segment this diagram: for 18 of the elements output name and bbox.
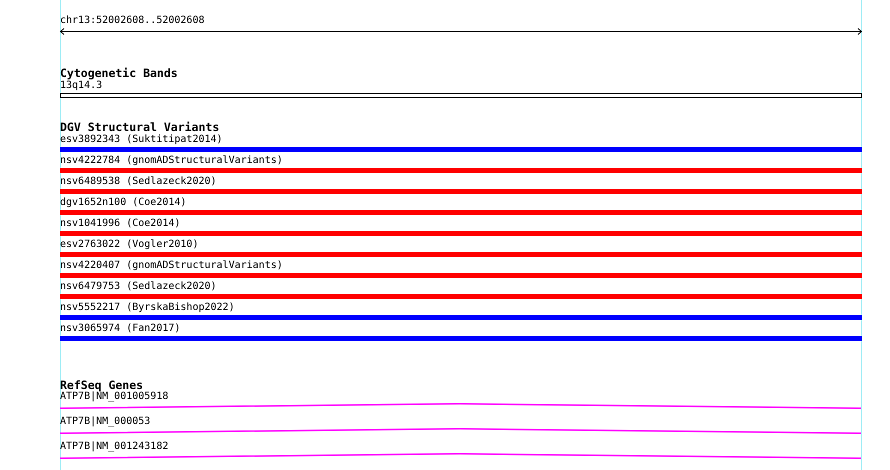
variant-label: nsv6479753 (Sedlazeck2020) bbox=[60, 281, 217, 293]
band-label: 13q14.3 bbox=[60, 80, 102, 92]
variant-label: nsv4220407 (gnomADStructuralVariants) bbox=[60, 260, 283, 272]
gene-label: ATP7B|NM_001243182 bbox=[60, 441, 168, 453]
variant-label: esv2763022 (Vogler2010) bbox=[60, 239, 198, 251]
variant-label: nsv4222784 (gnomADStructuralVariants) bbox=[60, 155, 283, 167]
gene-label: ATP7B|NM_000053 bbox=[60, 416, 150, 428]
track-title: RefSeq Genes bbox=[60, 379, 144, 392]
variant-label: nsv1041996 (Coe2014) bbox=[60, 218, 180, 230]
coordinate-label: chr13:52002608..52002608 bbox=[60, 15, 204, 27]
variant-label: nsv5552217 (ByrskaBishop2022) bbox=[60, 302, 235, 314]
variant-label: esv3892343 (Suktitipat2014) bbox=[60, 134, 223, 146]
track-title: DGV Structural Variants bbox=[60, 121, 220, 134]
gene-label: ATP7B|NM_001005918 bbox=[60, 391, 168, 403]
variant-label: nsv3065974 (Fan2017) bbox=[60, 323, 180, 335]
track-title: Cytogenetic Bands bbox=[60, 67, 178, 80]
variant-label: nsv6489538 (Sedlazeck2020) bbox=[60, 176, 217, 188]
variant-label: dgv1652n100 (Coe2014) bbox=[60, 197, 186, 209]
